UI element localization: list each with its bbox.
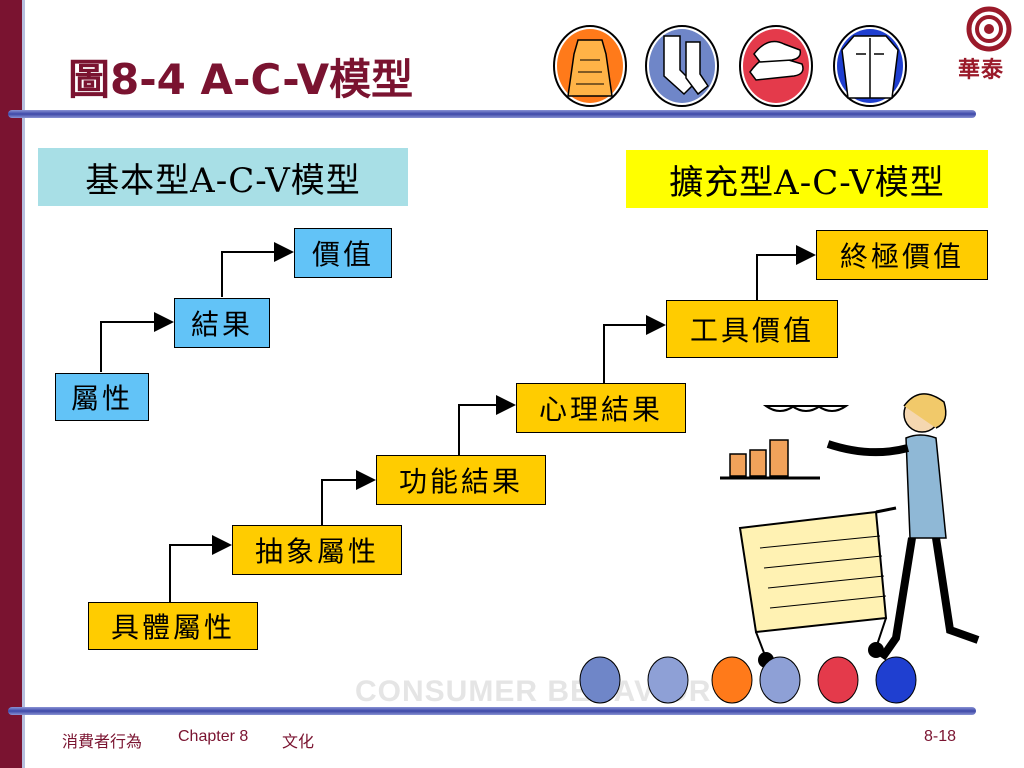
arrow-psychological-to-instrumental <box>603 315 666 383</box>
clothing-icons-top <box>553 25 907 107</box>
small-shirt-icon <box>875 656 917 704</box>
ext-step-abstract-attribute: 抽象屬性 <box>232 525 402 575</box>
socks-icon <box>645 25 719 107</box>
shopper-with-cart-illustration <box>720 393 980 668</box>
small-socks-icon <box>647 656 689 704</box>
clothing-icons-bottom <box>579 656 917 704</box>
small-jacket-icon <box>579 656 621 704</box>
arrow-abstract-to-functional <box>321 470 376 525</box>
basic-step-value: 價值 <box>294 228 392 278</box>
small-shoes-icon <box>817 656 859 704</box>
small-sock2-icon <box>759 656 801 704</box>
basic-model-header: 基本型A-C-V模型 <box>38 148 408 206</box>
footer-chapter: Chapter 8 <box>178 728 249 745</box>
basic-step-attribute: 屬性 <box>55 373 149 421</box>
ext-step-instrumental-value: 工具價值 <box>666 300 838 358</box>
slide-title: 圖8-4 A-C-V模型 <box>68 55 414 104</box>
publisher-logo-icon <box>966 6 1012 52</box>
shoes-icon <box>739 25 813 107</box>
footer-topic: 文化 <box>282 734 315 751</box>
footer-course: 消費者行為 <box>62 734 143 751</box>
shelf-icon <box>720 405 850 480</box>
jacket-icon <box>833 25 907 107</box>
dress-icon <box>553 25 627 107</box>
publisher-logo-text: 華泰 <box>958 58 1005 83</box>
bottom-divider <box>8 707 976 715</box>
shopper-figure-icon <box>826 393 980 661</box>
arrow-attribute-to-consequence <box>100 312 174 372</box>
footer-page-number: 8-18 <box>924 728 957 745</box>
small-dress-icon <box>711 656 753 704</box>
arrow-consequence-to-value <box>221 242 294 297</box>
shopping-cart-icon <box>738 506 897 668</box>
ext-step-terminal-value: 終極價值 <box>816 230 988 280</box>
arrow-instrumental-to-terminal <box>756 245 816 300</box>
ext-step-functional-consequence: 功能結果 <box>376 455 546 505</box>
basic-step-consequence: 結果 <box>174 298 270 348</box>
arrow-functional-to-psychological <box>458 395 516 458</box>
extended-model-header: 擴充型A-C-V模型 <box>626 150 988 208</box>
top-divider <box>8 110 976 118</box>
left-accent-bar <box>0 0 22 768</box>
ext-step-concrete-attribute: 具體屬性 <box>88 602 258 650</box>
left-accent-line <box>22 0 25 768</box>
ext-step-psychological-consequence: 心理結果 <box>516 383 686 433</box>
arrow-concrete-to-abstract <box>169 535 232 602</box>
